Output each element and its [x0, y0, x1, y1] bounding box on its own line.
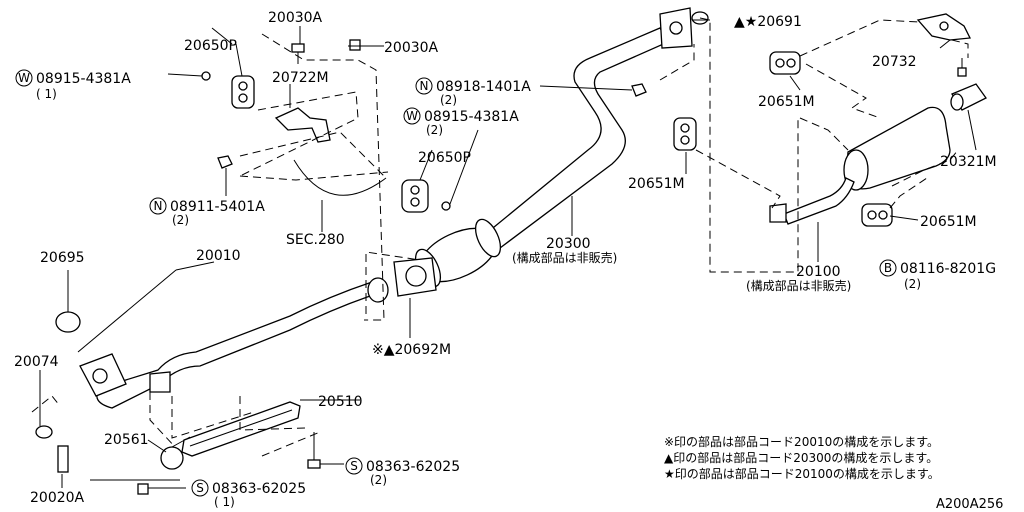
sensor-20695[interactable] [55, 311, 81, 333]
label-20651m-mid: 20651M [628, 176, 685, 192]
label-08918-1401a: N 08918-1401A (2) [415, 77, 531, 107]
svg-text:08911-5401A: 08911-5401A [170, 199, 265, 215]
svg-text:08915-4381A: 08915-4381A [424, 109, 519, 125]
cable-sec280 [293, 159, 387, 196]
note-20010: ※印の部品は部品コード20010の構成を示します。 [664, 434, 939, 449]
svg-text:08918-1401A: 08918-1401A [436, 79, 531, 95]
washer-08915-left[interactable] [201, 71, 211, 81]
label-20030a-top: 20030A [268, 10, 323, 26]
center-pipe-20300[interactable] [410, 7, 693, 293]
note-20100: ★印の部品は部品コード20100の構成を示します。 [664, 466, 940, 481]
gasket-20692m[interactable] [393, 257, 437, 297]
svg-text:08363-62025: 08363-62025 [212, 481, 306, 497]
svg-text:08915-4381A: 08915-4381A [36, 71, 131, 87]
svg-text:N: N [154, 199, 163, 213]
label-20300: 20300 [546, 236, 591, 252]
stud-20020a[interactable] [57, 445, 69, 473]
label-20010: 20010 [196, 248, 241, 264]
label-08363-62025-right: S 08363-62025 (2) [345, 457, 460, 487]
rubber-mount-20651m-mid[interactable] [673, 117, 697, 151]
svg-text:(2): (2) [904, 277, 921, 291]
label-20692m: ※▲20692M [372, 342, 451, 358]
label-20561: 20561 [104, 432, 149, 448]
label-08116-8201g: B 08116-8201G (2) [879, 259, 996, 291]
label-20100-note: (構成部品は非販売) [746, 278, 851, 293]
rubber-mount-20650p-top[interactable] [231, 75, 255, 109]
label-20732: 20732 [872, 54, 917, 70]
label-20651m-bottom: 20651M [920, 214, 977, 230]
bolt-08363-right[interactable] [307, 432, 321, 469]
label-20030a-right: 20030A [384, 40, 439, 56]
nut-20074[interactable] [35, 425, 53, 439]
bolt-20030a-right[interactable] [349, 39, 361, 51]
rubber-mount-20650p-mid[interactable] [401, 179, 429, 213]
label-20300-note: (構成部品は非販売) [512, 250, 617, 265]
svg-text:W: W [18, 71, 30, 85]
label-20695: 20695 [40, 250, 85, 266]
front-pipe-20010[interactable] [79, 277, 389, 409]
svg-text:B: B [884, 261, 892, 275]
rubber-mount-20651m-top[interactable] [769, 51, 801, 75]
svg-text:( 1): ( 1) [214, 495, 235, 509]
bracket-20722m[interactable] [274, 107, 331, 143]
clamp-20561[interactable] [160, 436, 191, 470]
label-08363-62025-left: S 08363-62025 ( 1) [191, 479, 306, 509]
label-20691: ▲★20691 [734, 14, 802, 30]
rear-muffler-20100[interactable] [769, 106, 951, 225]
svg-text:( 1): ( 1) [36, 87, 57, 101]
assembly-dashed-lines [31, 17, 969, 457]
label-20100: 20100 [796, 264, 841, 280]
legend-notes: ※印の部品は部品コード20010の構成を示します。 ▲印の部品は部品コード203… [664, 434, 940, 481]
rubber-mount-20651m-bottom[interactable] [861, 203, 893, 227]
heat-shield-20510[interactable] [181, 401, 301, 457]
bracket-20732[interactable] [916, 13, 972, 41]
washer-08915-mid[interactable] [441, 201, 451, 211]
label-20321m: 20321M [940, 154, 997, 170]
svg-text:(2): (2) [440, 93, 457, 107]
note-20300: ▲印の部品は部品コード20300の構成を示します。 [664, 450, 938, 465]
svg-text:W: W [406, 109, 418, 123]
svg-text:08116-8201G: 08116-8201G [900, 261, 996, 277]
svg-text:(2): (2) [426, 123, 443, 137]
leader-lines [39, 19, 977, 489]
label-sec280: SEC.280 [286, 232, 345, 248]
svg-text:N: N [420, 79, 429, 93]
label-20020a: 20020A [30, 490, 85, 506]
svg-text:(2): (2) [172, 213, 189, 227]
label-20650p-mid: 20650P [418, 150, 471, 166]
bolt-08116[interactable] [957, 58, 967, 77]
tail-tip-20321m[interactable] [950, 83, 987, 111]
svg-text:S: S [196, 481, 204, 495]
label-08915-4381a-mid: W 08915-4381A (2) [403, 107, 519, 137]
label-20651m-top: 20651M [758, 94, 815, 110]
label-20510: 20510 [318, 394, 363, 410]
nut-08918[interactable] [631, 83, 647, 97]
bolt-08363-left[interactable] [137, 483, 149, 495]
label-08915-4381a-left: W 08915-4381A ( 1) [15, 69, 131, 101]
svg-text:(2): (2) [370, 473, 387, 487]
diagram-code: A200A256 [936, 497, 1003, 512]
svg-text:S: S [350, 459, 358, 473]
svg-text:08363-62025: 08363-62025 [366, 459, 460, 475]
bolt-20030a-top[interactable] [291, 43, 305, 64]
nut-08911[interactable] [217, 155, 233, 169]
label-20074: 20074 [14, 354, 59, 370]
label-20650p-top: 20650P [184, 38, 237, 54]
label-20722m: 20722M [272, 70, 329, 86]
label-08911-5401a: N 08911-5401A (2) [149, 197, 265, 227]
